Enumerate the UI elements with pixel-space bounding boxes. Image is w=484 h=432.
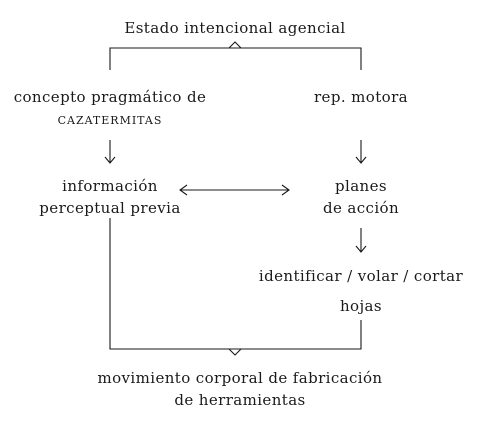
plans-node-line2: de acción xyxy=(322,199,400,217)
bottom-node: movimiento corporal de fabricación de he… xyxy=(70,367,410,411)
info-node: información perceptual previa xyxy=(20,175,200,219)
top-branch-line xyxy=(109,47,362,70)
top-node-label: Estado intencional agencial xyxy=(124,19,346,37)
bottom-node-line2: de herramientas xyxy=(174,391,306,409)
left-node-line1: concepto pragmático de xyxy=(13,88,207,106)
bottom-merge-line xyxy=(109,218,362,350)
action-node-line1: identificar / volar / cortar xyxy=(258,267,464,285)
bidirectional-arrowhead-left xyxy=(179,184,188,196)
action-node: identificar / volar / cortar hojas xyxy=(246,261,476,321)
top-branch-tick xyxy=(228,41,242,49)
left-node: concepto pragmático de cazatermitas xyxy=(0,86,220,130)
info-node-line2: perceptual previa xyxy=(39,199,181,217)
right-down-arrowhead-2 xyxy=(355,245,367,253)
bottom-node-line1: movimiento corporal de fabricación xyxy=(97,369,383,387)
info-node-line1: información xyxy=(62,177,158,195)
plans-node-line1: planes xyxy=(335,177,387,195)
top-node: Estado intencional agencial xyxy=(85,17,385,39)
left-down-arrowhead xyxy=(104,156,116,164)
bottom-merge-tick xyxy=(228,348,242,356)
bidirectional-arrowhead-right xyxy=(281,184,290,196)
right-down-arrowhead-1 xyxy=(355,156,367,164)
right-node: rep. motora xyxy=(286,86,436,108)
action-node-line2: hojas xyxy=(340,297,382,315)
left-node-line2: cazatermitas xyxy=(57,110,163,128)
plans-node: planes de acción xyxy=(296,175,426,219)
right-node-label: rep. motora xyxy=(313,88,408,106)
